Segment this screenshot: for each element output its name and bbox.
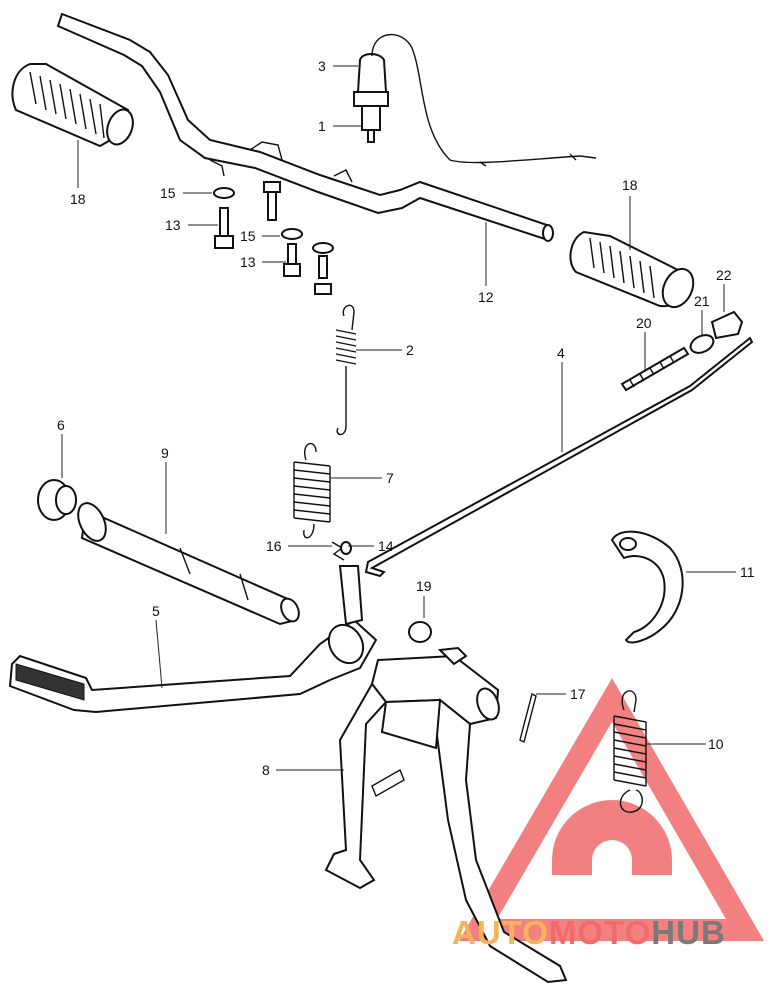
label-21: 21 <box>694 293 710 309</box>
spring-small <box>335 304 357 436</box>
spring-stand <box>613 690 647 813</box>
collar <box>37 479 77 521</box>
label-2: 2 <box>406 342 414 358</box>
label-17: 17 <box>570 686 586 702</box>
pivot-shaft <box>77 502 300 626</box>
stand-pedal <box>8 565 378 714</box>
label-18b: 18 <box>622 177 638 193</box>
stop-switch <box>353 33 597 167</box>
brake-rod <box>364 336 754 578</box>
leader-lines <box>61 65 736 771</box>
label-12: 12 <box>478 289 494 305</box>
label-5: 5 <box>152 603 160 619</box>
label-16: 16 <box>266 538 282 554</box>
footpeg-bar <box>56 12 554 242</box>
label-8: 8 <box>262 762 270 778</box>
part-labels: 3 1 18 18 15 13 15 13 12 22 21 20 2 4 6 … <box>57 58 755 778</box>
footpeg-rubber-left <box>11 63 134 148</box>
label-20: 20 <box>636 315 652 331</box>
label-14: 14 <box>378 538 394 554</box>
label-4: 4 <box>557 345 565 361</box>
spring-kick <box>293 442 331 539</box>
main-stand <box>324 646 568 984</box>
label-19: 19 <box>416 578 432 594</box>
label-15b: 15 <box>240 228 256 244</box>
watermark-moto: MOTO <box>549 914 651 951</box>
label-11: 11 <box>740 564 755 580</box>
label-1: 1 <box>318 118 326 134</box>
watermark-auto: AUTO <box>452 914 549 951</box>
label-18a: 18 <box>70 191 86 207</box>
label-9: 9 <box>161 445 169 461</box>
label-13b: 13 <box>240 254 256 270</box>
label-7: 7 <box>386 470 394 486</box>
brake-rod-end <box>620 310 744 392</box>
watermark-text: AUTOMOTOHUB <box>452 914 726 951</box>
label-3: 3 <box>318 58 326 74</box>
stand-rubber <box>408 621 432 643</box>
footpeg-rubber-right <box>569 230 695 309</box>
label-6: 6 <box>57 417 65 433</box>
bolts-washers <box>213 181 334 295</box>
label-22: 22 <box>716 267 732 283</box>
stand-stopper <box>610 530 684 644</box>
svg-text:AUTOMOTOHUB: AUTOMOTOHUB <box>452 914 726 951</box>
label-13a: 13 <box>165 217 181 233</box>
watermark-hub: HUB <box>651 914 726 951</box>
cotter-pin <box>519 692 537 744</box>
label-10: 10 <box>708 736 724 752</box>
watermark-logo <box>458 678 765 941</box>
label-15a: 15 <box>160 185 176 201</box>
pin-washer <box>331 541 352 561</box>
